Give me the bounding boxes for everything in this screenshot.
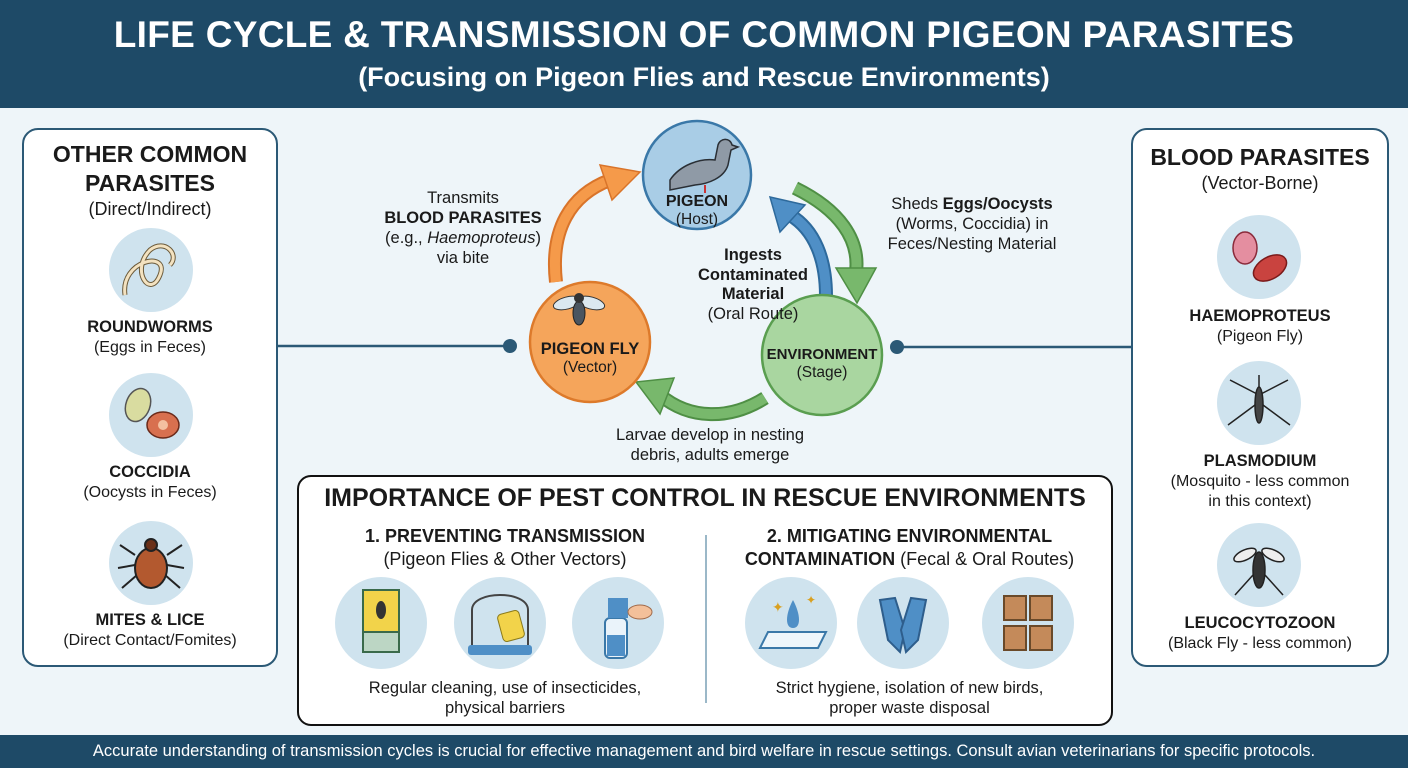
mite-icon [117,538,185,589]
roundworm-icon-bg [109,228,193,312]
right-connector [890,340,1131,354]
pest-control-title: IMPORTANCE OF PEST CONTROL IN RESCUE ENV… [324,484,1086,512]
page-subtitle: (Focusing on Pigeon Flies and Rescue Env… [358,62,1050,92]
page-title: LIFE CYCLE & TRANSMISSION OF COMMON PIGE… [113,14,1295,55]
preventing-transmission-desc: Regular cleaning, use of insecticides,ph… [368,679,642,717]
mosquito-icon [1227,375,1291,426]
blood-parasites-title: BLOOD PARASITES [1150,144,1370,170]
arrow-pigeon-to-env [791,181,878,305]
quarantine-boxes-icon [982,577,1074,669]
leucocytozoon-label: LEUCOCYTOZOON(Black Fly - less common) [1167,614,1353,652]
other-parasites-subtitle: (Direct/Indirect) [88,199,212,219]
blood-cell-icon [1232,231,1288,282]
environment-node-label: ENVIRONMENT(Stage) [766,346,878,381]
arrow-env-to-pigeon [768,195,833,297]
pigeon-fly-node [528,280,652,404]
mitigating-contamination-desc: Strict hygiene, isolation of new birds,p… [775,679,1044,717]
pigeon-icon [669,138,741,193]
cage-cleaning-icon [454,577,546,669]
coccidia-label: COCCIDIA(Oocysts in Feces) [83,463,217,501]
preventing-transmission-heading: 1. PREVENTING TRANSMISSION(Pigeon Flies … [364,526,646,569]
mites-lice-label: MITES & LICE(Direct Contact/Fomites) [63,611,237,649]
environment-node [760,293,884,417]
header-bar [0,0,1408,108]
clean-surface-icon: ✦✦ [745,577,837,669]
black-fly-icon [1233,547,1285,596]
arrow-env-to-fly [634,377,769,422]
blood-parasites-subtitle: (Vector-Borne) [1201,173,1319,193]
fly-trap-icon [335,577,427,669]
svg-text:✦: ✦ [806,593,816,607]
roundworms-label: ROUNDWORMS(Eggs in Feces) [87,318,213,356]
coccidia-icon [124,387,180,439]
haemoproteus-label: HAEMOPROTEUS(Pigeon Fly) [1189,307,1331,345]
svg-text:✦: ✦ [772,599,784,615]
spray-bottle-icon [572,577,664,669]
left-connector [278,339,517,353]
footer-note: Accurate understanding of transmission c… [0,735,1408,768]
fly-icon [552,293,606,326]
gloves-icon [857,577,949,669]
pigeon-node-label: PIGEON(Host) [665,193,729,228]
fly-node-label: PIGEON FLY(Vector) [540,340,640,376]
arrow-fly-to-pigeon [548,164,642,283]
